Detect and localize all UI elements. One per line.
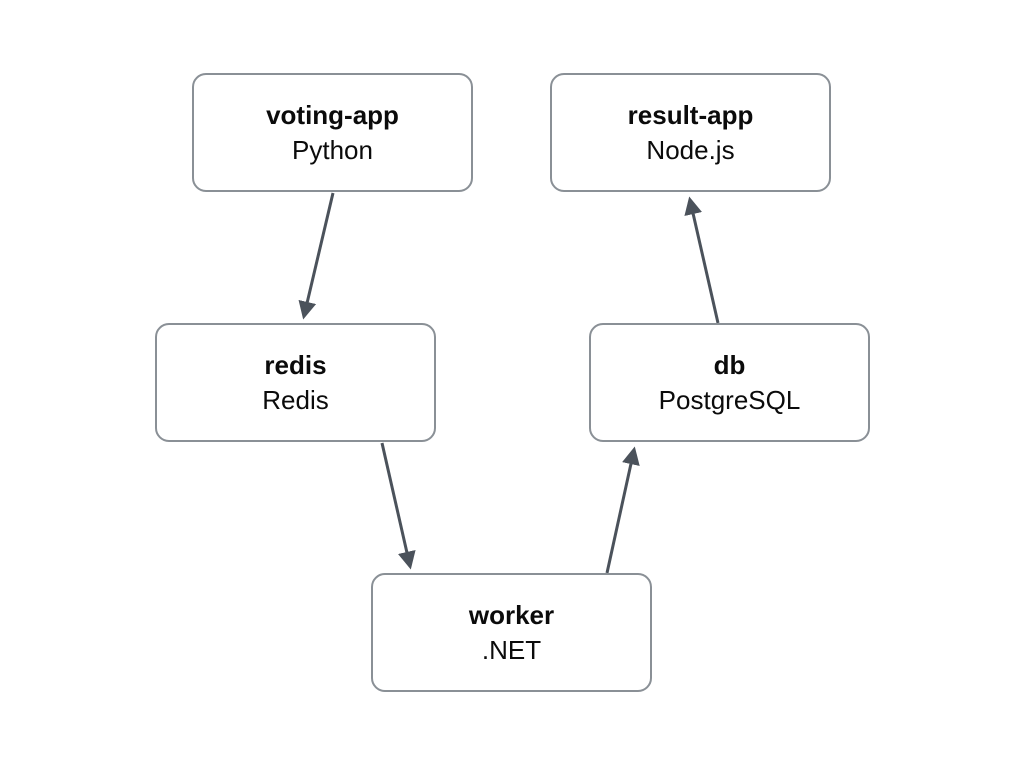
node-voting-app-name: voting-app (266, 99, 399, 130)
node-result-app-name: result-app (627, 99, 754, 130)
node-worker-name: worker (468, 599, 555, 630)
node-worker: worker .NET (371, 573, 652, 692)
node-db-name: db (713, 349, 746, 380)
node-redis-name: redis (264, 349, 327, 380)
edge-voting-app-to-redis (298, 192, 335, 320)
node-voting-app: voting-app Python (192, 73, 473, 192)
edge-redis-to-worker (380, 442, 416, 570)
node-result-app-tech: Node.js (646, 134, 735, 165)
edge-db-to-result-app (684, 196, 720, 324)
node-redis: redis Redis (155, 323, 436, 442)
node-redis-tech: Redis (262, 384, 329, 415)
node-result-app: result-app Node.js (550, 73, 831, 192)
node-voting-app-tech: Python (292, 134, 373, 165)
edge-worker-to-db (605, 446, 640, 574)
node-db-tech: PostgreSQL (658, 384, 801, 415)
node-db: db PostgreSQL (589, 323, 870, 442)
node-worker-tech: .NET (481, 634, 542, 665)
